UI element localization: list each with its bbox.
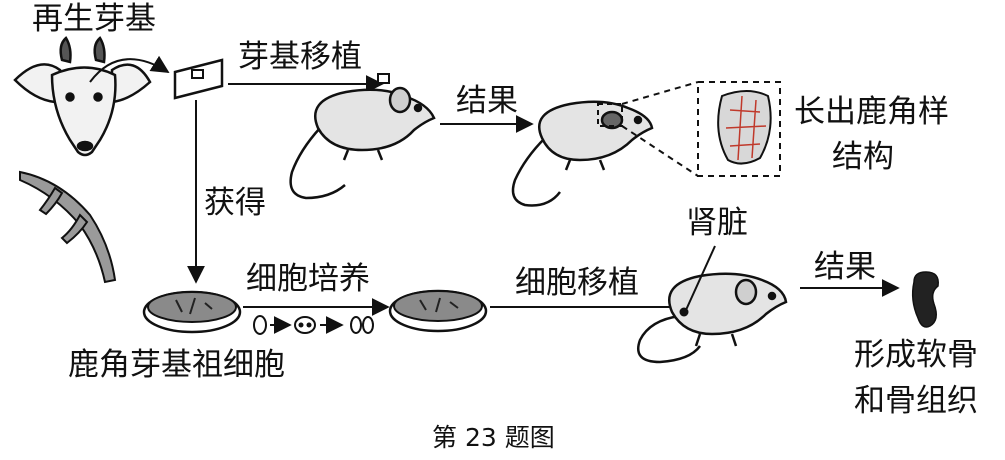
- cell-division-icon: [253, 315, 374, 335]
- deer-head-icon: [13, 36, 152, 157]
- zoom-guide-bottom: [621, 125, 699, 177]
- label-bone-tissue: 和骨组织: [854, 383, 978, 419]
- label-result-bottom: 结果: [814, 249, 876, 285]
- mouse-icon: [637, 272, 788, 364]
- figure-caption: 第 23 题图: [432, 423, 555, 452]
- label-cell-culture: 细胞培养: [246, 261, 370, 297]
- label-result-top: 结果: [456, 83, 518, 119]
- label-progenitor-cells: 鹿角芽基祖细胞: [68, 347, 285, 383]
- label-antler-like: 长出鹿角样: [794, 94, 949, 130]
- label-regenerated-bud: 再生芽基: [32, 1, 156, 37]
- deer-to-bud-arrow: [89, 55, 170, 83]
- label-bud-transplant: 芽基移植: [238, 39, 362, 75]
- antler-icon: [19, 170, 117, 284]
- zoom-marker: [597, 103, 623, 127]
- label-structure: 结构: [832, 139, 894, 175]
- label-obtain: 获得: [204, 185, 266, 221]
- bone-tissue-icon: [911, 271, 939, 328]
- mouse-icon: [289, 86, 436, 200]
- label-cell-transplant: 细胞移植: [515, 265, 639, 301]
- petri-dish-icon: [142, 290, 242, 334]
- petri-dish-icon: [388, 289, 488, 333]
- label-cartilage: 形成软骨: [854, 337, 978, 373]
- bud-implant-icon: [377, 73, 390, 84]
- kidney-pointer: [685, 245, 716, 311]
- antler-structure-icon: [717, 90, 772, 165]
- label-kidney: 肾脏: [686, 205, 748, 241]
- bud-tissue-box: [173, 58, 224, 100]
- mouse-icon: [511, 100, 654, 207]
- zoom-guide-top: [621, 81, 699, 105]
